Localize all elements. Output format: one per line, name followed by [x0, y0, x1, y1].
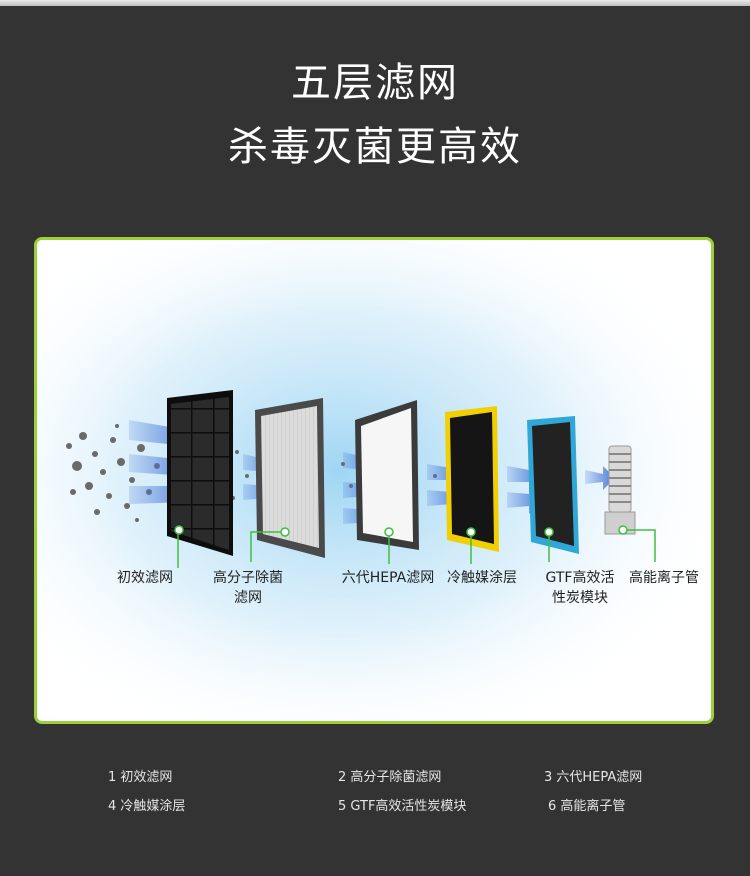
- page-title: 五层滤网: [291, 60, 459, 106]
- filter-diagram: [37, 240, 711, 721]
- filter-diagram-panel: [34, 237, 714, 724]
- label-polymer-filter: 高分子除菌滤网: [213, 570, 283, 606]
- legend-item-4: 4 冷触媒涂层: [108, 799, 186, 814]
- legend-item-5: 5 GTF高效活性炭模块: [338, 799, 467, 814]
- activated-carbon-filter: [527, 416, 579, 554]
- cold-catalyst-filter: [445, 406, 499, 552]
- top-strip: [0, 0, 750, 6]
- label-carbon-module: GTF高效活性炭模块: [545, 570, 615, 606]
- legend-item-3: 3 六代HEPA滤网: [544, 770, 643, 785]
- label-pre-filter: 初效滤网: [117, 570, 173, 586]
- callout-lines: [174, 525, 656, 568]
- label-ion-tube: 高能离子管: [629, 570, 699, 586]
- pre-filter-mesh: [167, 390, 233, 556]
- label-hepa-filter: 六代HEPA滤网: [341, 570, 435, 586]
- ion-tube: [604, 445, 636, 535]
- page-subtitle: 杀毒灭菌更高效: [228, 124, 522, 170]
- hepa-filter: [355, 400, 419, 550]
- legend-item-1: 1 初效滤网: [108, 770, 173, 785]
- polymer-antibacterial-filter: [255, 398, 325, 558]
- legend-item-2: 2 高分子除菌滤网: [338, 770, 442, 785]
- legend-item-6: 6 高能离子管: [548, 799, 626, 814]
- label-cold-catalyst: 冷触媒涂层: [447, 570, 517, 586]
